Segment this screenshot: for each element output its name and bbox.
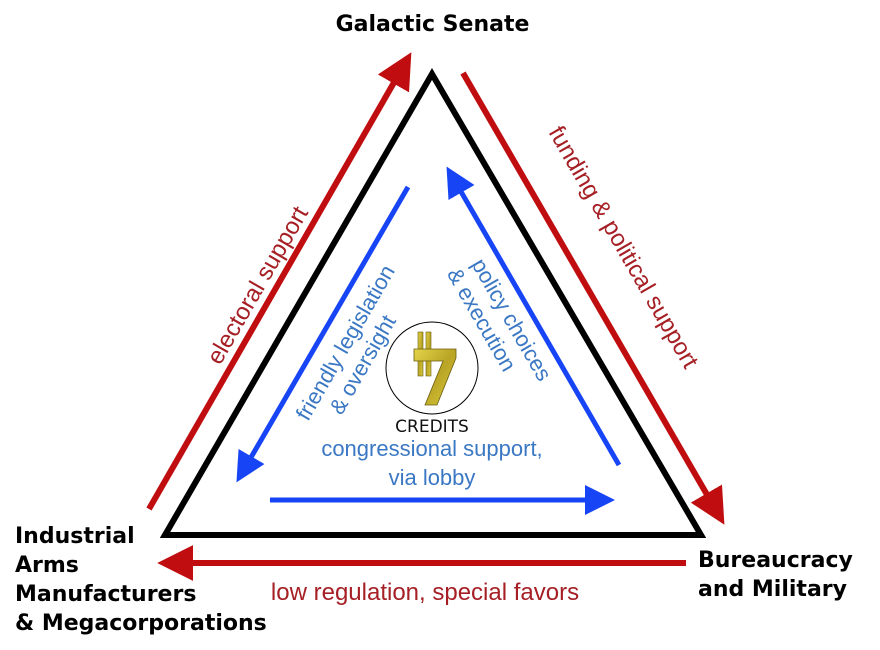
label-congressional-support-line2: via lobby	[389, 465, 476, 490]
node-industrial-arms-line1: Industrial	[15, 524, 135, 549]
credits-caption: CREDITS	[395, 417, 469, 437]
node-bureaucracy-line2: and Military	[698, 577, 847, 602]
credits-coin-circle	[385, 321, 479, 415]
node-industrial-arms-line4: & Megacorporations	[15, 611, 267, 636]
arrow-electoral-support	[146, 52, 412, 511]
node-bureaucracy-military: Bureaucracy and Military	[698, 546, 853, 604]
label-congressional-support-line1: congressional support,	[321, 436, 542, 461]
node-galactic-senate: Galactic Senate	[335, 12, 530, 37]
node-bureaucracy-line1: Bureaucracy	[698, 548, 853, 573]
node-industrial-arms-line3: Manufacturers	[15, 582, 197, 607]
arrow-policy-choices	[446, 166, 622, 467]
credits-symbol-icon	[413, 331, 457, 406]
arrow-funding-political-support	[460, 71, 725, 525]
label-low-regulation: low regulation, special favors	[271, 579, 579, 606]
node-industrial-arms-line2: Arms	[15, 553, 79, 578]
credits-logo: CREDITS	[385, 321, 479, 437]
arrow-friendly-legislation	[236, 185, 411, 483]
node-industrial-arms: Industrial Arms Manufacturers & Megacorp…	[15, 522, 267, 638]
label-electoral-support: electoral support	[202, 202, 314, 369]
iron-triangle	[159, 68, 707, 538]
